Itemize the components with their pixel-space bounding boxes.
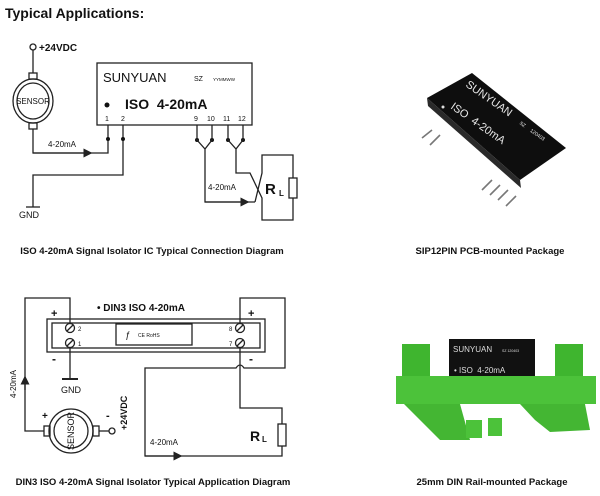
svg-text:2: 2 xyxy=(121,116,125,123)
svg-text:4-20mA: 4-20mA xyxy=(150,438,179,447)
sensor-icon: SENSOR xyxy=(12,78,54,124)
svg-text:9: 9 xyxy=(194,116,198,123)
svg-text:SUNYUAN: SUNYUAN xyxy=(103,70,167,85)
svg-text:CE RoHS: CE RoHS xyxy=(138,333,160,339)
caption-din-package: 25mm DIN Rail-mounted Package xyxy=(416,477,568,488)
svg-text:-: - xyxy=(249,352,253,366)
caption-sip-package: SIP12PIN PCB-mounted Package xyxy=(415,246,565,257)
svg-text:1: 1 xyxy=(105,116,109,123)
isolator-ic xyxy=(96,62,253,126)
svg-text:-: - xyxy=(52,352,56,366)
svg-text:YYMMWW: YYMMWW xyxy=(213,77,236,82)
svg-text:R: R xyxy=(265,181,276,198)
caption-din-diagram: DIN3 ISO 4-20mA Signal Isolator Typical … xyxy=(15,477,291,488)
svg-text:4-20mA: 4-20mA xyxy=(48,140,77,149)
sip12-chip-photo: SUNYUAN SZ 120403 ISO 4-20mA xyxy=(421,73,566,207)
svg-text:+24VDC: +24VDC xyxy=(119,395,129,430)
svg-text:12: 12 xyxy=(238,116,246,123)
svg-text:ISO 4-20mA: ISO 4-20mA xyxy=(125,96,207,112)
svg-text:+: + xyxy=(42,411,48,422)
svg-text:2: 2 xyxy=(78,327,82,333)
svg-text:GND: GND xyxy=(61,385,82,395)
svg-text:-: - xyxy=(106,410,110,422)
din-rail-application-diagram: • DIN3 ISO 4-20mA ƒ CE RoHS 2 1 8 7 + + … xyxy=(9,297,287,461)
sensor-icon: SENSOR xyxy=(48,408,94,454)
svg-text:4-20mA: 4-20mA xyxy=(9,369,18,398)
svg-text:R: R xyxy=(250,428,260,444)
svg-text:10: 10 xyxy=(207,116,215,123)
svg-text:11: 11 xyxy=(223,116,230,123)
svg-text:4-20mA: 4-20mA xyxy=(208,183,237,192)
svg-text:7: 7 xyxy=(229,342,233,348)
din-rail-package-photo: SUNYUAN SZ 120403 • ISO 4-20mA xyxy=(396,339,596,440)
svg-text:SENSOR: SENSOR xyxy=(16,97,50,106)
connection-diagram-ic: +24VDC SENSOR SUNYUAN SZ YYMMWW ISO 4-20… xyxy=(12,43,298,221)
svg-text:L: L xyxy=(262,435,267,444)
svg-text:SZ: SZ xyxy=(194,76,204,83)
svg-text:• ISO 4-20mA: • ISO 4-20mA xyxy=(454,366,506,375)
supply-label: +24VDC xyxy=(39,43,77,54)
module-label: • DIN3 ISO 4-20mA xyxy=(97,303,185,314)
svg-text:8: 8 xyxy=(229,327,233,333)
section-title: Typical Applications: xyxy=(5,5,145,21)
svg-text:SZ: SZ xyxy=(518,121,527,130)
svg-text:SENSOR: SENSOR xyxy=(66,411,76,450)
svg-text:+: + xyxy=(51,308,57,320)
caption-ic-diagram: ISO 4-20mA Signal Isolator IC Typical Co… xyxy=(20,246,284,257)
svg-text:SUNYUAN: SUNYUAN xyxy=(453,345,492,354)
svg-text:SZ 120403: SZ 120403 xyxy=(502,349,519,353)
svg-text:+: + xyxy=(248,308,254,320)
svg-text:1: 1 xyxy=(78,342,82,348)
svg-text:ƒ: ƒ xyxy=(125,330,130,340)
svg-text:GND: GND xyxy=(19,210,40,220)
svg-text:L: L xyxy=(279,189,284,198)
